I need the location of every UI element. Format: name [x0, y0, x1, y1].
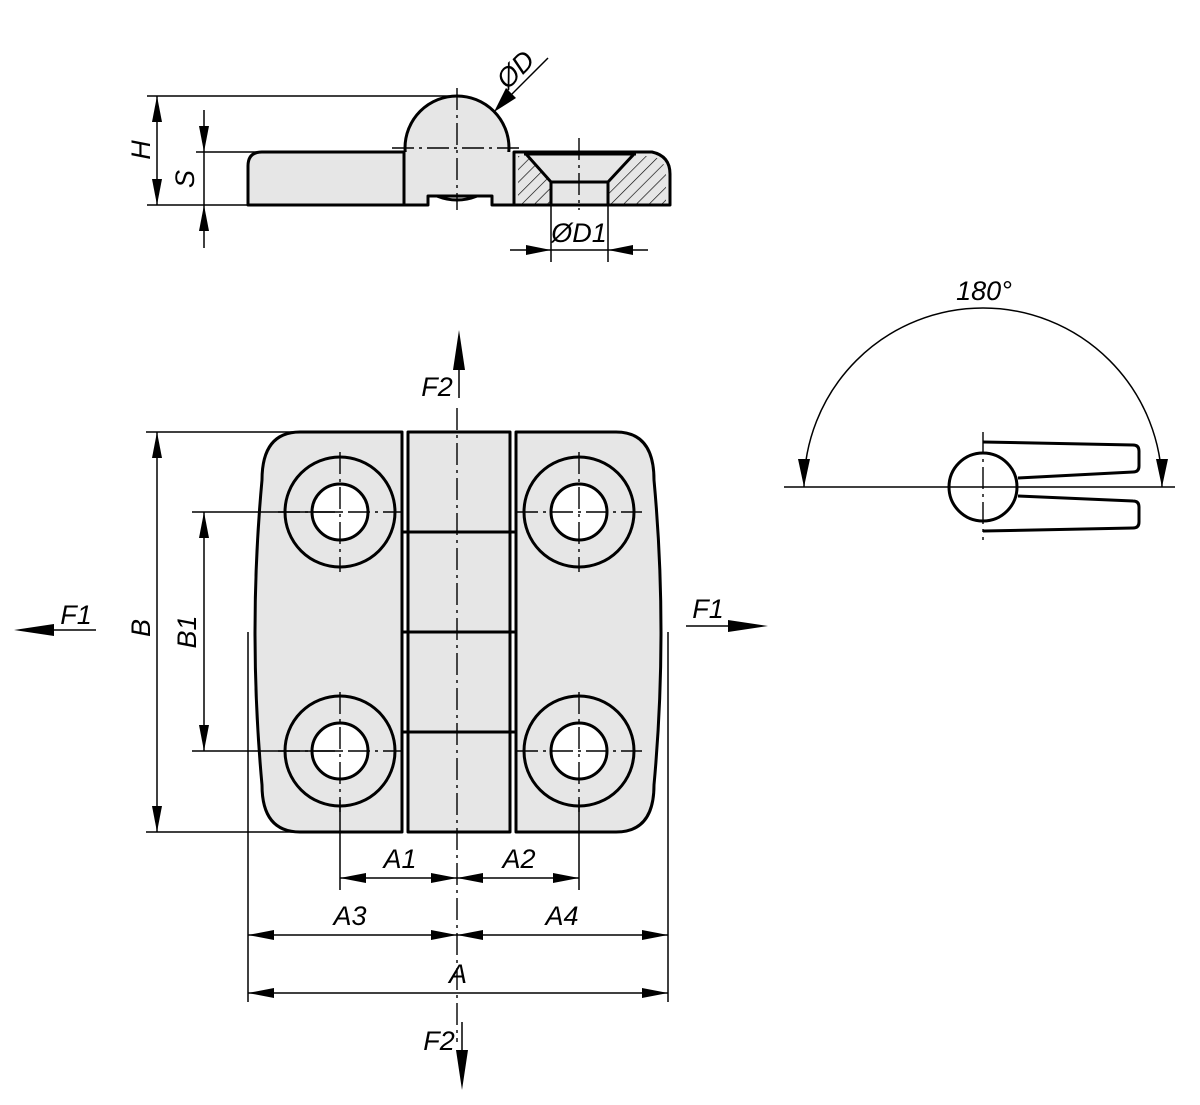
- d1-arrow-left: [526, 245, 551, 255]
- f2-top-arrow: [453, 330, 465, 370]
- angle-arc: [803, 307, 1163, 488]
- f1-right-arrow: [728, 620, 768, 632]
- force-f2-bottom-label: F2: [423, 1026, 455, 1056]
- side-countersink: [524, 152, 636, 205]
- diameter-d-arrow: [494, 88, 516, 112]
- side-left-leaf: [246, 150, 406, 207]
- a3-arrow-left: [248, 930, 274, 940]
- b-arrow-bottom: [152, 806, 162, 832]
- b-arrow-top: [152, 432, 162, 458]
- s-arrow-top: [199, 126, 209, 152]
- a4-arrow-left: [457, 930, 483, 940]
- angle-arrow-left: [798, 459, 810, 487]
- a4-arrow-right: [642, 930, 668, 940]
- force-f2-top-label: F2: [421, 372, 453, 402]
- f1-left-arrow: [14, 624, 54, 636]
- h-arrow-bottom: [152, 179, 162, 205]
- h-arrow-top: [152, 96, 162, 122]
- angle-upper-leaf: [982, 440, 1141, 480]
- a1-arrow-right: [431, 873, 457, 883]
- angle-lower-leaf: [982, 494, 1141, 533]
- a-arrow-right: [642, 988, 668, 998]
- force-f1-left-label: F1: [60, 600, 92, 630]
- front-view: B B1 A1 A2 A3 A4 A F2: [14, 330, 768, 1090]
- angle-knuckle: [947, 451, 1019, 523]
- width-b-label: B: [126, 619, 156, 637]
- angle-arrow-right: [1156, 459, 1168, 487]
- b1-arrow-bottom: [199, 725, 209, 751]
- diameter-d-label: ØD: [490, 45, 541, 96]
- force-f1-right-label: F1: [692, 594, 724, 624]
- a3-arrow-right: [431, 930, 457, 940]
- angle-view: 180°: [784, 276, 1175, 540]
- side-section-hatch-left: [518, 156, 551, 204]
- diameter-d1-label: ØD1: [550, 218, 607, 248]
- s-arrow-bottom: [199, 205, 209, 231]
- d1-arrow-right: [608, 245, 633, 255]
- a-arrow-left: [248, 988, 274, 998]
- thickness-s-label: S: [170, 170, 200, 188]
- a2-label: A2: [500, 844, 535, 874]
- front-right-leaf: [514, 430, 663, 834]
- hole-spacing-b1-label: B1: [172, 615, 202, 648]
- a2-arrow-right: [553, 873, 579, 883]
- overall-a-label: A: [447, 959, 467, 989]
- angle-label: 180°: [956, 276, 1012, 306]
- b1-arrow-top: [199, 512, 209, 538]
- a4-label: A4: [543, 901, 578, 931]
- a1-label: A1: [381, 844, 416, 874]
- height-h-label: H: [126, 140, 156, 160]
- front-knuckle-segments: [400, 530, 518, 734]
- front-left-leaf: [253, 430, 404, 834]
- f2-bottom-arrow: [456, 1050, 468, 1090]
- a3-label: A3: [331, 901, 366, 931]
- a1-arrow-left: [340, 873, 366, 883]
- side-view: H S ØD ØD1: [126, 45, 672, 262]
- a2-arrow-left: [457, 873, 483, 883]
- side-bottom-strip: [402, 152, 516, 207]
